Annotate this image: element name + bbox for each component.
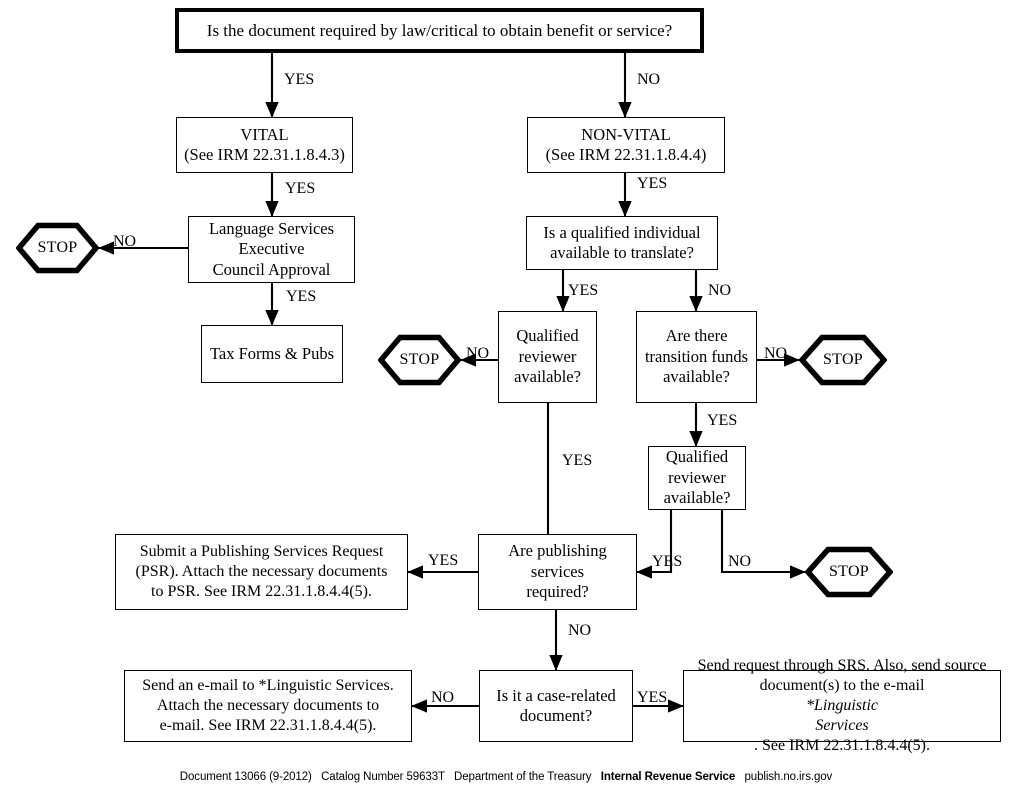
edge-label-reviewer-b-yes: YES: [652, 553, 683, 570]
edge-label-case-yes: YES: [637, 689, 668, 706]
funds-line-3: available?: [663, 367, 730, 387]
footer-department: Department of the Treasury: [454, 771, 592, 783]
reviewer-a-line-1: Qualified: [516, 326, 579, 346]
non-vital-irm-reference: (See IRM 22.31.1.8.4.4): [545, 145, 707, 164]
publishing-line-1: Are publishing: [508, 541, 607, 561]
node-tax-forms-and-pubs[interactable]: Tax Forms & Pubs: [201, 325, 343, 383]
srs-line-2: document(s) to the e-mail *Linguistic: [698, 676, 987, 716]
edge-label-funds-no: NO: [764, 345, 788, 362]
hexagon-shape: [805, 546, 893, 598]
edge-label-publishing-no: NO: [568, 622, 592, 639]
reviewer-b-line-2: reviewer: [668, 467, 726, 487]
node-stop-3[interactable]: STOP: [799, 334, 887, 386]
edge-label-vital-yes: YES: [285, 180, 316, 197]
node-send-email-linguistic-services[interactable]: Send an e-mail to *Linguistic Services. …: [124, 670, 412, 742]
tax-forms-label: Tax Forms & Pubs: [210, 343, 334, 363]
stop-3-label: STOP: [822, 351, 864, 368]
psr-line-1: Submit a Publishing Services Request: [139, 543, 384, 561]
reviewer-a-line-3: available?: [514, 367, 581, 387]
psr-line-3: to PSR. See IRM 22.31.1.8.4.4(5).: [151, 582, 372, 600]
email-line-3: e-mail. See IRM 22.31.1.8.4.4(5).: [159, 716, 377, 734]
node-send-request-srs[interactable]: Send request through SRS. Also, send sou…: [683, 657, 1001, 754]
srs-line-3-text: . See IRM 22.31.1.8.4.4(5).: [754, 736, 930, 754]
footer-catalog: Catalog Number 59633T: [321, 771, 445, 783]
stop-4-label: STOP: [828, 563, 870, 580]
reviewer-a-line-2: reviewer: [518, 346, 577, 366]
node-case-related-question[interactable]: Is it a case-related document?: [479, 670, 633, 742]
psr-line-2: (PSR). Attach the necessary documents: [135, 563, 388, 581]
srs-line-2-italic: *Linguistic: [805, 697, 878, 715]
edge-label-qi-no: NO: [708, 282, 732, 299]
edge-label-root-yes: YES: [284, 71, 315, 88]
funds-line-1: Are there: [665, 326, 728, 346]
footer-spacer-2: [448, 771, 451, 783]
edge-label-lsec-yes: YES: [286, 288, 317, 305]
node-transition-funds-question[interactable]: Are there transition funds available?: [636, 311, 757, 403]
case-line-1: Is it a case-related: [496, 685, 616, 705]
hexagon-shape: [16, 222, 99, 274]
qi-line-2: available to translate?: [550, 243, 694, 262]
footer-url: publish.no.irs.gov: [744, 771, 833, 783]
vital-label: VITAL: [240, 124, 289, 144]
publishing-line-2: services: [530, 561, 585, 581]
lsec-line-3: Council Approval: [212, 259, 331, 279]
srs-line-1: Send request through SRS. Also, send sou…: [697, 657, 987, 675]
srs-line-2-text: document(s) to the e-mail: [759, 677, 925, 695]
footer-spacer-1: [315, 771, 318, 783]
edge-label-reviewer-b-no: NO: [728, 553, 752, 570]
footer-spacer-4: [738, 771, 741, 783]
edge-label-reviewer-a-no: NO: [466, 345, 490, 362]
node-non-vital[interactable]: NON-VITAL (See IRM 22.31.1.8.4.4): [527, 117, 725, 173]
reviewer-b-line-1: Qualified: [665, 447, 729, 467]
reviewer-b-line-3: available?: [663, 488, 731, 508]
footer-doc-number: Document 13066 (9-2012): [179, 771, 312, 783]
lsec-line-2: Executive: [238, 239, 305, 259]
footer-agency: Internal Revenue Service: [600, 771, 736, 783]
edge-label-root-no: NO: [637, 71, 661, 88]
edge-label-nonvital-yes: YES: [637, 175, 668, 192]
node-stop-1[interactable]: STOP: [16, 222, 99, 274]
hexagon-shape: [378, 334, 461, 386]
document-footer: Document 13066 (9-2012) Catalog Number 5…: [0, 771, 1012, 783]
edge-label-case-no: NO: [431, 689, 455, 706]
stop-1-label: STOP: [37, 239, 78, 256]
node-qualified-reviewer-b[interactable]: Qualified reviewer available?: [648, 446, 746, 510]
lsec-line-1: Language Services: [208, 218, 335, 238]
non-vital-label: NON-VITAL: [581, 124, 671, 144]
edge-label-lsec-no: NO: [113, 233, 137, 250]
email-line-1: Send an e-mail to *Linguistic Services.: [142, 677, 394, 695]
node-stop-2[interactable]: STOP: [378, 334, 461, 386]
edge-label-qi-yes: YES: [568, 282, 599, 299]
node-language-services-council[interactable]: Language Services Executive Council Appr…: [188, 216, 355, 283]
node-qualified-reviewer-a[interactable]: Qualified reviewer available?: [498, 311, 597, 403]
srs-line-3: Services . See IRM 22.31.1.8.4.4(5).: [698, 716, 987, 756]
edge-label-publishing-yes: YES: [428, 552, 459, 569]
node-root-question[interactable]: Is the document required by law/critical…: [175, 8, 704, 53]
node-submit-psr[interactable]: Submit a Publishing Services Request (PS…: [115, 534, 408, 610]
vital-irm-reference: (See IRM 22.31.1.8.4.3): [184, 145, 345, 164]
edge-label-reviewer-a-yes: YES: [562, 452, 593, 469]
funds-line-2: transition funds: [644, 346, 749, 366]
case-line-2: document?: [519, 706, 593, 725]
publishing-line-3: required?: [526, 582, 589, 602]
footer-spacer-3: [595, 771, 598, 783]
node-stop-4[interactable]: STOP: [805, 546, 893, 598]
srs-line-3-italic: Services: [815, 716, 869, 734]
root-question-text: Is the document required by law/critical…: [206, 20, 673, 40]
stop-2-label: STOP: [399, 351, 440, 368]
email-line-2: Attach the necessary documents to: [156, 697, 380, 715]
edge-label-funds-yes: YES: [707, 412, 738, 429]
node-qualified-individual-question[interactable]: Is a qualified individual available to t…: [526, 216, 718, 270]
hexagon-shape: [799, 334, 887, 386]
node-publishing-services-question[interactable]: Are publishing services required?: [478, 534, 637, 610]
qi-line-1: Is a qualified individual: [543, 222, 701, 242]
node-vital[interactable]: VITAL (See IRM 22.31.1.8.4.3): [176, 117, 353, 173]
